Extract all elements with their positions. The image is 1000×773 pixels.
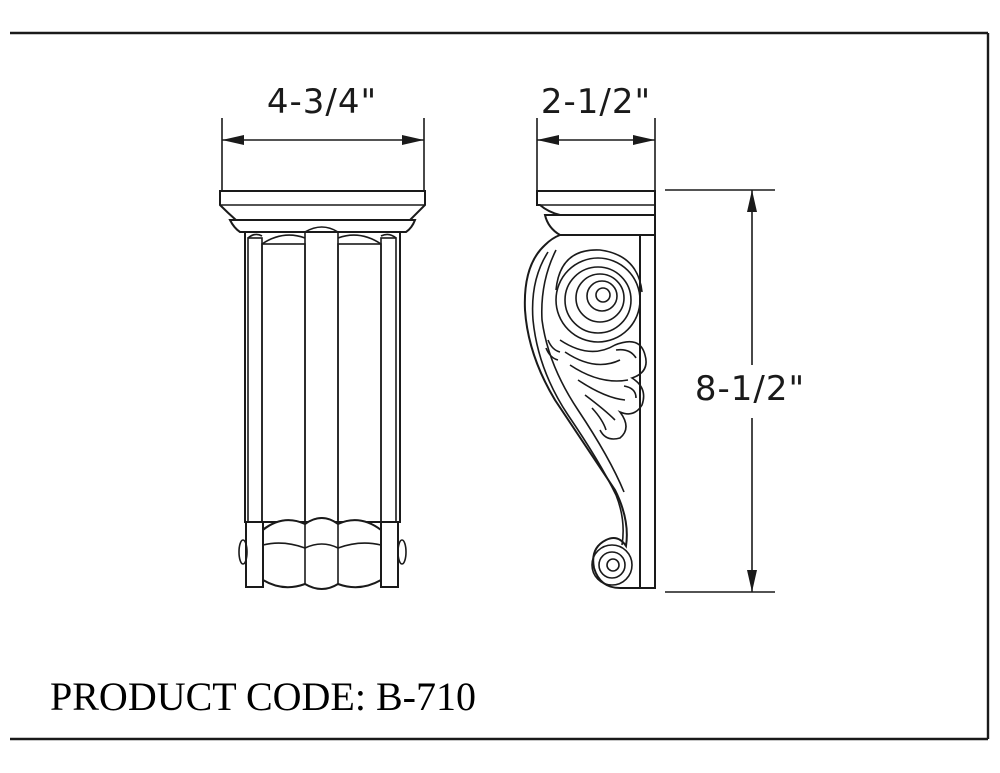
width-label: 4-3/4" [267,82,377,122]
depth-label: 2-1/2" [541,82,651,122]
front-view: 4-3/4" [219,82,426,590]
height-label: 8-1/2" [695,369,805,409]
drawing-frame [10,31,990,741]
width-dimension: 4-3/4" [221,82,425,190]
side-view: 2-1/2" [523,82,805,593]
scroll-carving [523,234,647,589]
product-code: PRODUCT CODE: B-710 [50,674,476,719]
front-base [238,517,407,590]
height-dimension: 8-1/2" [665,189,805,593]
depth-dimension: 2-1/2" [536,82,656,190]
